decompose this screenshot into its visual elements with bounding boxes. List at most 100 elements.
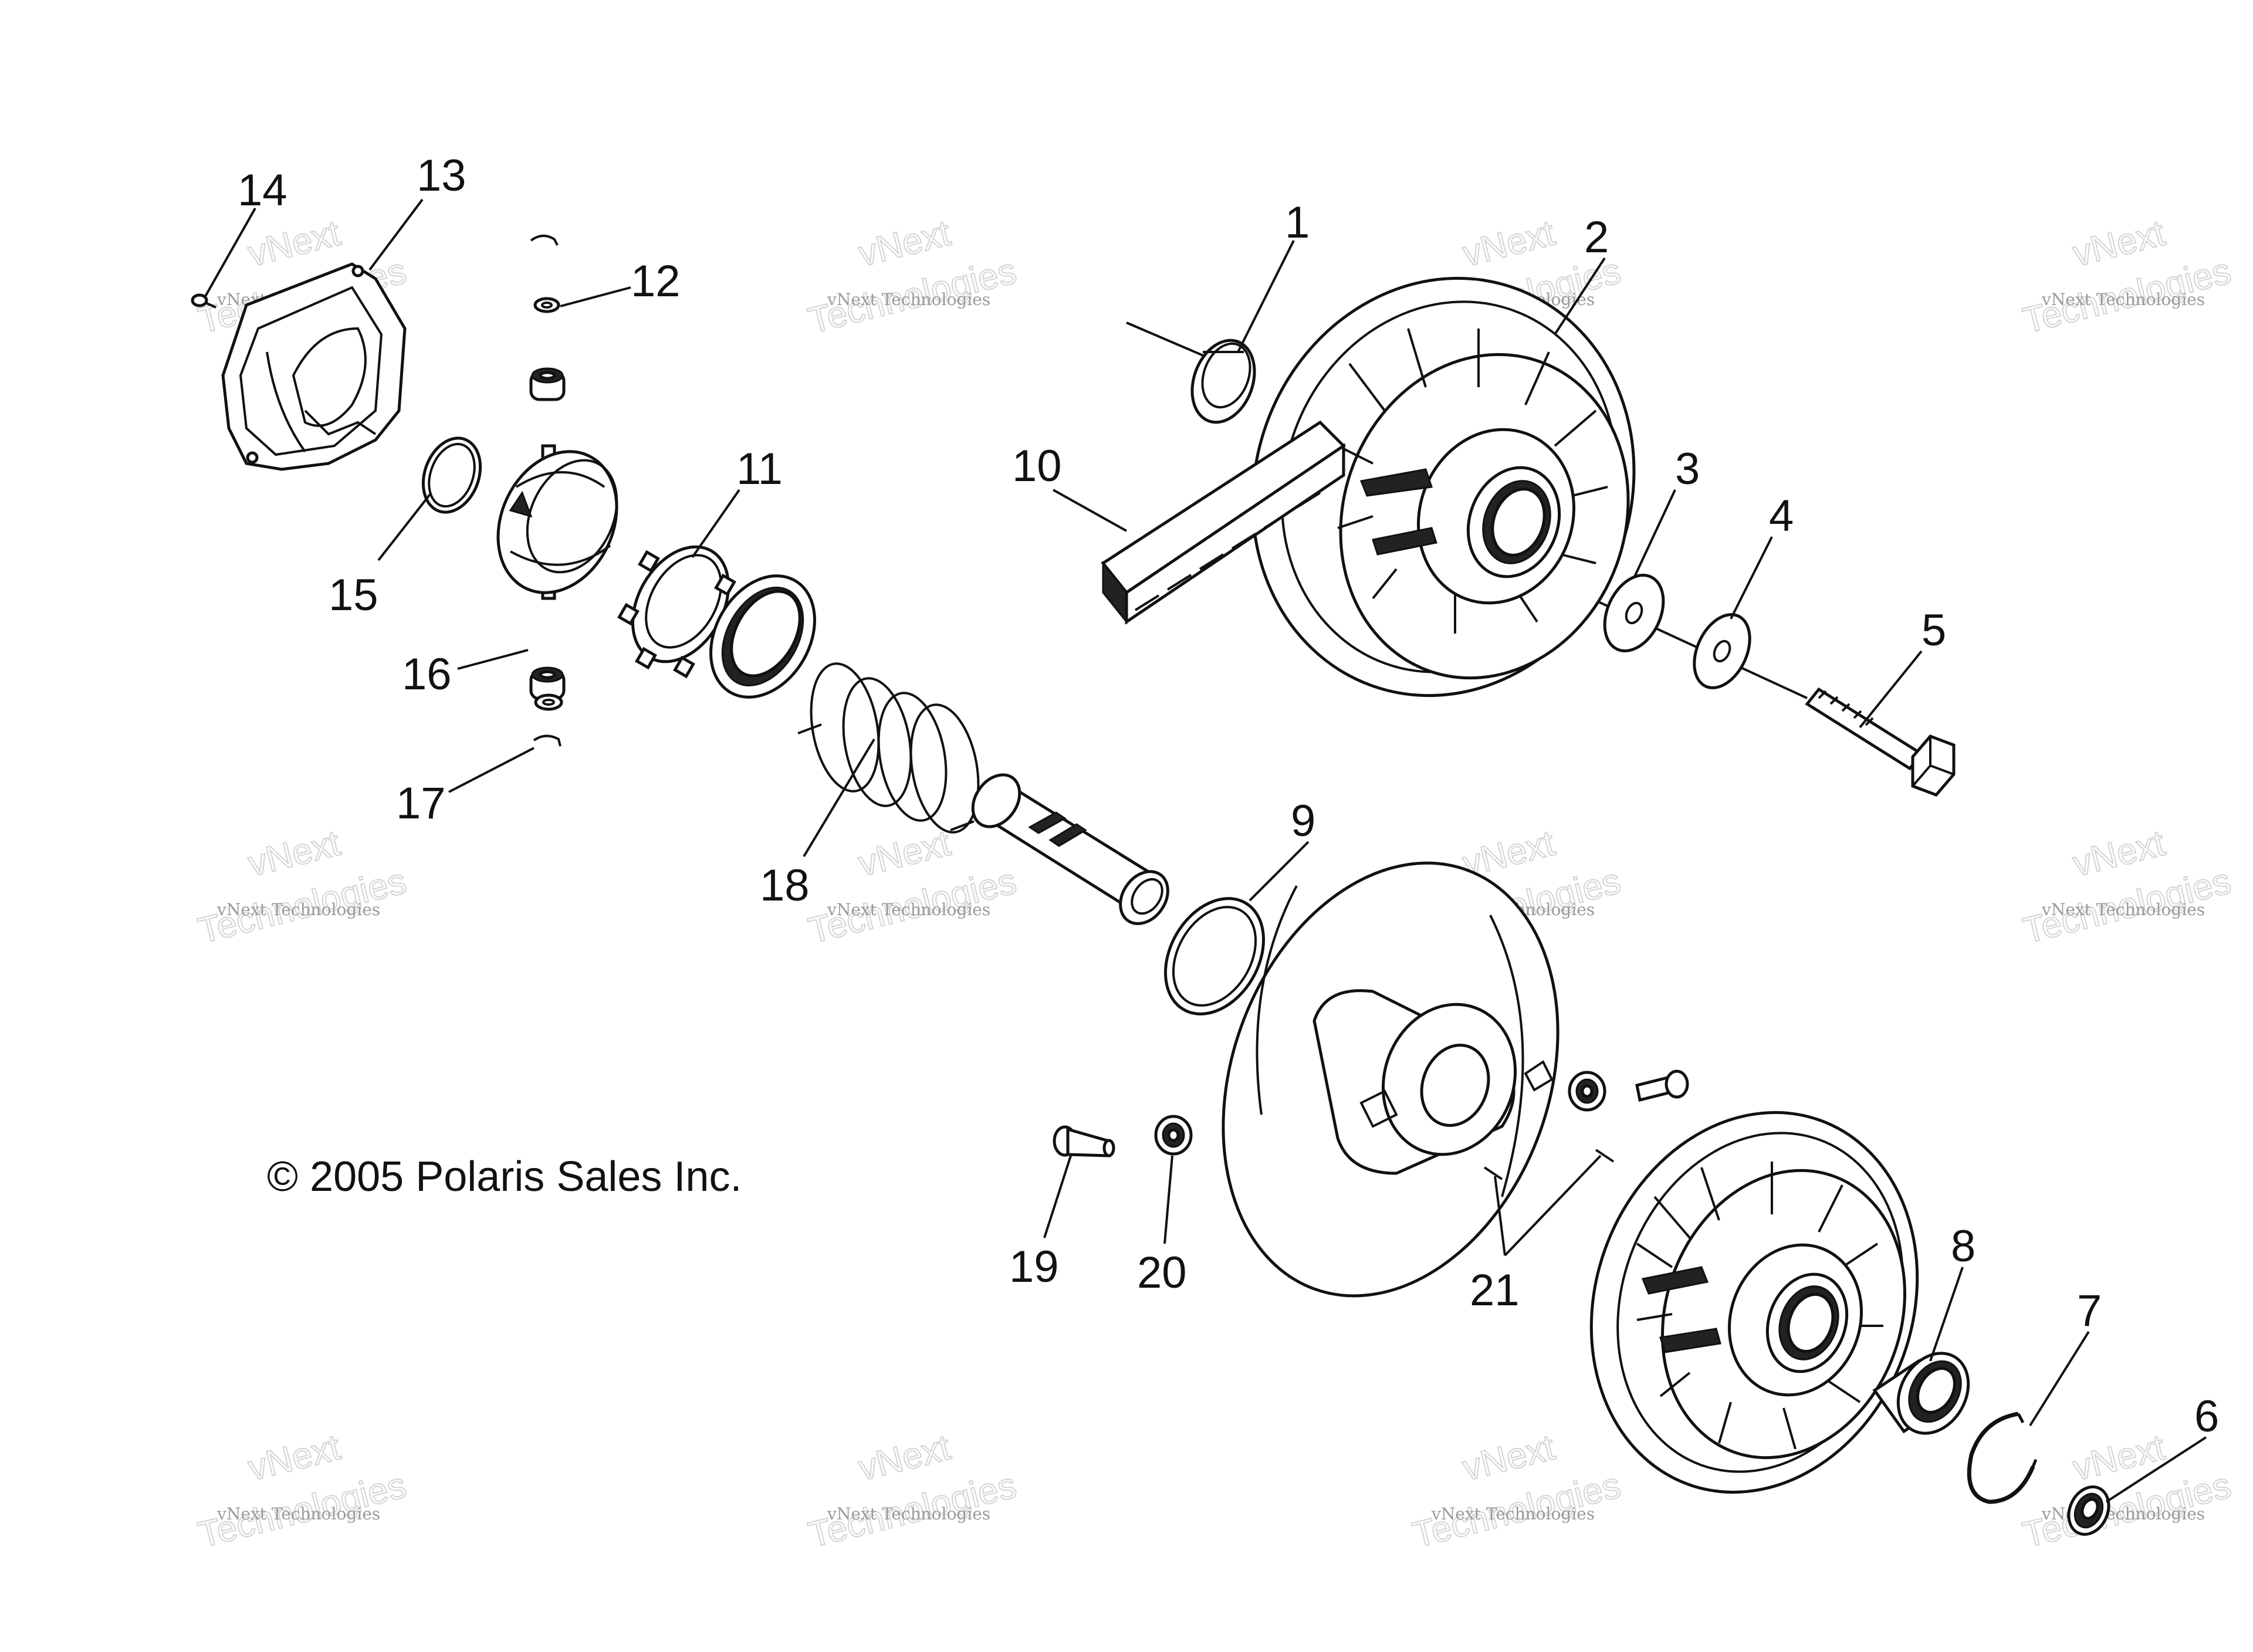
leader-2 [1554, 257, 1606, 336]
callout-7: 7 [2077, 1286, 2102, 1336]
leader-5 [1859, 650, 1923, 729]
svg-text:vNext Technologies: vNext Technologies [216, 1504, 380, 1524]
callout-14: 14 [238, 165, 287, 215]
callout-3: 3 [1675, 444, 1700, 494]
leader-12 [560, 286, 631, 307]
svg-text:vNext Technologies: vNext Technologies [827, 1504, 990, 1524]
watermark: vNext Technologies vNext Technologies [2018, 822, 2235, 952]
part-spring-cup [709, 574, 816, 699]
callout-8: 8 [1951, 1221, 1975, 1271]
callout-4: 4 [1769, 491, 1794, 541]
part-bolt-5 [1805, 687, 1956, 797]
leader-21a [1494, 1176, 1506, 1256]
leader-21b [1504, 1155, 1602, 1257]
part-roller-20 [1154, 1115, 1193, 1156]
callout-labels: 1 2 3 4 5 6 7 8 9 10 11 12 13 14 15 16 1… [238, 151, 2219, 1441]
svg-text:vNext: vNext [854, 213, 954, 275]
svg-text:vNext: vNext [244, 213, 344, 275]
leader-19 [1043, 1155, 1072, 1238]
callout-13: 13 [417, 151, 466, 201]
callout-9: 9 [1291, 796, 1315, 846]
svg-text:vNext: vNext [854, 1427, 954, 1489]
callout-12: 12 [631, 256, 681, 306]
watermark: vNext Technologies vNext Technologies [804, 212, 1021, 342]
leader-11 [691, 489, 740, 558]
part-bearing-8 [1872, 1352, 1970, 1435]
part-pin-19 [1053, 1125, 1115, 1157]
leader-lines [204, 198, 2207, 1503]
part-clip-12-top [530, 235, 560, 313]
part-clip-17 [533, 734, 561, 747]
leader-10 [1053, 489, 1127, 532]
part-bushing-1 [1190, 338, 1256, 424]
callout-20: 20 [1137, 1248, 1187, 1298]
part-pins-21 [1483, 1149, 1615, 1180]
leader-3 [1633, 489, 1676, 578]
watermark: vNext Technologies vNext Technologies [194, 1427, 411, 1556]
part-movable-sheave [1222, 861, 1559, 1298]
watermark: vNext Technologies vNext Technologies [194, 822, 411, 952]
leader-16 [457, 649, 529, 670]
part-cover-13 [221, 262, 407, 471]
part-washer-lower [534, 693, 563, 711]
callout-1: 1 [1285, 198, 1310, 248]
callout-2: 2 [1584, 212, 1609, 262]
callout-5: 5 [1922, 605, 1946, 655]
watermark: vNext Technologies vNext Technologies [1408, 1427, 1625, 1556]
copyright-notice: © 2005 Polaris Sales Inc. [267, 1153, 742, 1200]
part-belt-10 [1101, 420, 1346, 625]
svg-text:vNext Technologies: vNext Technologies [827, 290, 990, 309]
svg-text:vNext: vNext [2069, 213, 2169, 275]
svg-text:vNext: vNext [2069, 823, 2169, 885]
svg-text:vNext Technologies: vNext Technologies [1431, 1504, 1595, 1524]
part-cam-housing [496, 444, 618, 600]
part-washer-4 [1693, 613, 1751, 689]
leader-14 [204, 208, 256, 297]
svg-text:vNext Technologies: vNext Technologies [2041, 1504, 2205, 1524]
part-snap-ring-15 [421, 436, 482, 514]
leader-17 [448, 747, 535, 793]
part-o-ring-9 [1163, 897, 1266, 1015]
part-shaft [971, 773, 1169, 925]
callout-15: 15 [329, 570, 378, 620]
leader-18 [803, 738, 875, 858]
leader-15 [377, 492, 432, 561]
part-bushing-16 [529, 666, 566, 700]
svg-text:vNext Technologies: vNext Technologies [2041, 900, 2205, 919]
svg-text:vNext: vNext [244, 1427, 344, 1489]
leader-8 [1929, 1267, 1964, 1362]
svg-text:vNext: vNext [2069, 1427, 2169, 1489]
svg-text:vNext: vNext [1459, 213, 1558, 275]
callout-18: 18 [760, 861, 810, 910]
svg-text:vNext Technologies: vNext Technologies [2041, 290, 2205, 309]
leader-20 [1163, 1155, 1173, 1244]
callout-19: 19 [1009, 1242, 1059, 1292]
part-nut-6 [2067, 1485, 2110, 1536]
part-roller-upper [1568, 1071, 1606, 1112]
leader-9 [1249, 841, 1310, 902]
part-screw-14 [191, 293, 216, 309]
watermark: vNext Technologies vNext Technologies [2018, 212, 2235, 342]
watermark: vNext Technologies vNext Technologies [804, 822, 1021, 952]
part-bushing-upper [529, 367, 566, 401]
callout-21: 21 [1470, 1265, 1520, 1315]
leader-1 [1237, 240, 1295, 353]
callout-16: 16 [402, 649, 452, 699]
part-fixed-sheave [1589, 1111, 1919, 1494]
svg-text:vNext: vNext [854, 823, 954, 885]
part-washer-3 [1603, 574, 1665, 652]
callout-11: 11 [736, 444, 783, 494]
svg-text:vNext: vNext [1459, 1427, 1558, 1489]
svg-text:vNext: vNext [244, 823, 344, 885]
part-spring-18 [797, 662, 980, 834]
callout-10: 10 [1012, 441, 1062, 491]
leader-7 [2029, 1331, 2090, 1427]
leader-4 [1730, 536, 1773, 620]
svg-text:vNext Technologies: vNext Technologies [216, 900, 380, 919]
svg-text:vNext Technologies: vNext Technologies [827, 900, 990, 919]
watermark: vNext Technologies vNext Technologies [804, 1427, 1021, 1556]
part-tab-washer-11 [617, 545, 736, 679]
part-sheave-2 [1251, 276, 1636, 698]
part-pin-upper [1635, 1069, 1689, 1102]
